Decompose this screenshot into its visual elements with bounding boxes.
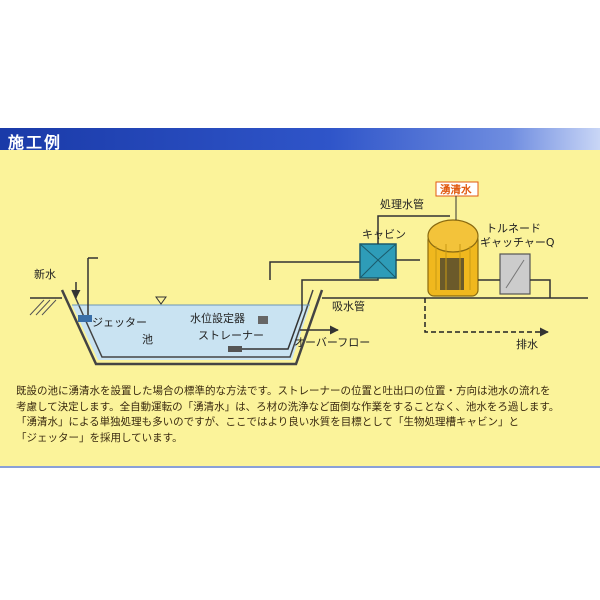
pond-installation-diagram: 新水 ジェッター 池 水位設定器 ストレーナー オーバーフロー 吸水管 排水 処… bbox=[29, 181, 588, 366]
jetter-device bbox=[78, 315, 92, 322]
label-haisui: 排水 bbox=[516, 337, 538, 351]
label-cabin: キャビン bbox=[362, 228, 406, 241]
water-level-marker bbox=[155, 296, 167, 305]
caption-line: 「湧清水」による単独処理も多いのですが、ここではより良い水質を目標として「生物処… bbox=[16, 416, 519, 429]
label-jetter: ジェッター bbox=[92, 316, 147, 329]
treated-water-pipe bbox=[377, 215, 450, 244]
ground-hatch bbox=[29, 299, 57, 316]
caption-line: 考慮して決定します。全自動運転の「湧清水」は、ろ材の洗浄など面倒な作業をすること… bbox=[16, 400, 560, 413]
label-shori: 処理水管 bbox=[380, 197, 424, 211]
label-strainer: ストレーナー bbox=[198, 329, 264, 342]
pond-wall-inner bbox=[71, 289, 314, 358]
yuseisui-tank bbox=[427, 219, 479, 297]
section-title: 施工例 bbox=[8, 133, 63, 152]
tornado-drain bbox=[530, 279, 551, 298]
caption-line: 「ジェッター」を採用しています。 bbox=[16, 431, 183, 444]
label-kyusui: 吸水管 bbox=[332, 299, 365, 313]
yuseisui-label-box bbox=[435, 181, 479, 197]
section-header: 施工例 bbox=[0, 128, 600, 152]
strainer-device bbox=[228, 346, 242, 352]
label-tornado: トルネード bbox=[486, 222, 541, 235]
tornado-catcher-device bbox=[499, 253, 531, 295]
cabin-tank bbox=[359, 243, 397, 279]
pond-water bbox=[72, 305, 310, 360]
label-suii: 水位設定器 bbox=[190, 311, 245, 325]
pond-wall bbox=[60, 289, 324, 366]
caption-line: 既設の池に湧清水を設置した場合の標準的な方法です。ストレーナーの位置と吐出口の位… bbox=[16, 385, 551, 397]
description-text: 既設の池に湧清水を設置した場合の標準的な方法です。ストレーナーの位置と吐出口の位… bbox=[16, 384, 584, 446]
return-pipe bbox=[269, 261, 360, 280]
label-catcher: ギャッチャーQ bbox=[480, 236, 555, 249]
drain-line bbox=[424, 298, 549, 337]
level-setter-device bbox=[258, 316, 268, 324]
label-ike: 池 bbox=[142, 333, 153, 346]
strainer-pipe bbox=[242, 290, 303, 350]
label-shinsui: 新水 bbox=[34, 267, 56, 281]
label-overflow: オーバーフロー bbox=[294, 336, 370, 349]
label-yuseisui: 湧清水 bbox=[440, 183, 472, 196]
